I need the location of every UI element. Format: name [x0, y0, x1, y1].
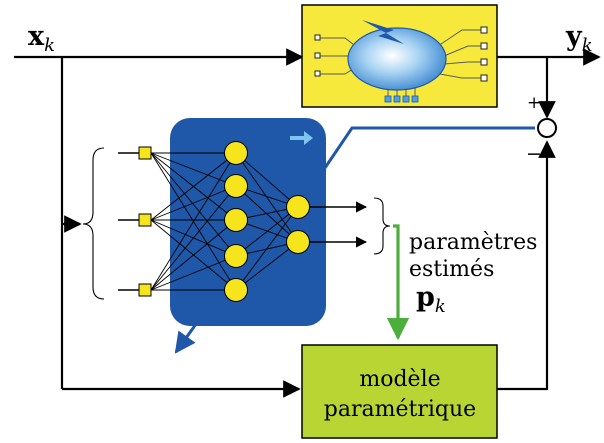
- model-to-sum-line: [497, 140, 556, 391]
- summing-junction: [537, 118, 557, 138]
- hidden-neuron: [224, 278, 248, 302]
- hidden-neuron: [224, 208, 248, 232]
- model-block: modèle paramétrique: [301, 344, 498, 439]
- model-label-line2: paramétrique: [324, 397, 476, 422]
- hidden-neuron: [224, 244, 248, 268]
- system-block: [301, 4, 498, 108]
- input-brace: [82, 147, 105, 300]
- network-rect: [170, 118, 326, 326]
- estimate-arrow: [386, 224, 410, 341]
- small-arrow-icon: [290, 131, 313, 145]
- error-feedback-line: [310, 126, 535, 188]
- input-neuron: [138, 283, 152, 297]
- system-ellipse: [347, 27, 447, 91]
- model-rect: [301, 344, 498, 439]
- neural-network-block: [118, 118, 368, 326]
- plus-sign: +: [527, 93, 541, 113]
- estimated-params-line1: paramètres: [409, 230, 537, 255]
- minus-sign: −: [526, 143, 542, 165]
- output-neuron: [286, 195, 310, 219]
- input-neuron: [138, 146, 152, 160]
- hidden-neuron: [224, 174, 248, 198]
- estimated-params-line2: estimés: [409, 257, 494, 282]
- input-neuron: [138, 213, 152, 227]
- learning-arrow: [174, 323, 198, 354]
- signal-lines: [14, 48, 601, 398]
- output-neuron: [286, 230, 310, 254]
- output-brace: [373, 197, 391, 255]
- input-signal-label: xk: [28, 21, 55, 56]
- lightning-bolt-icon: [362, 20, 404, 44]
- hidden-neuron: [224, 141, 248, 165]
- model-label-line1: modèle: [359, 367, 440, 392]
- output-signal-label: yk: [565, 21, 593, 56]
- estimated-params-symbol: pk: [416, 282, 446, 317]
